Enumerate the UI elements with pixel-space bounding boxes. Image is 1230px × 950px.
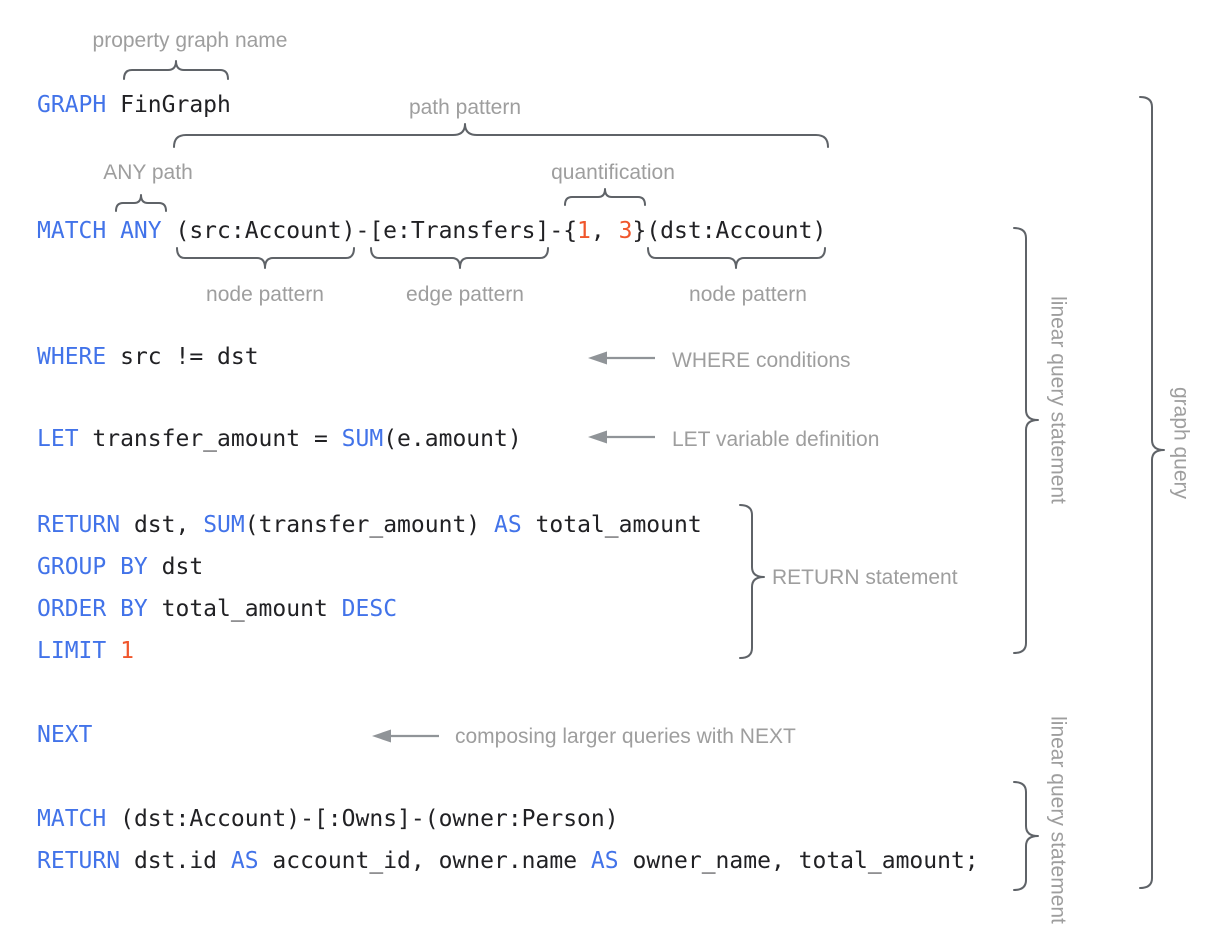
label-any-path: ANY path (103, 161, 193, 184)
label-linear-query-statement-bottom: linear query statement (1046, 716, 1070, 924)
code-line-where-clause: WHERE src != dst (37, 344, 259, 370)
brace-any-path (115, 194, 167, 212)
label-property-graph-name: property graph name (92, 29, 288, 52)
let-arrow-icon (588, 430, 655, 444)
label-graph-query: graph query (1169, 386, 1193, 500)
code-line-graph-declaration: GRAPH FinGraph (37, 92, 231, 118)
brace-linear-query-top (1013, 227, 1039, 654)
brace-node-pattern-left (176, 247, 355, 269)
code-line-limit-clause: LIMIT 1 (37, 638, 134, 664)
label-node-pattern-right: node pattern (689, 283, 807, 306)
brace-node-pattern-right (647, 247, 826, 269)
where-arrow-icon (588, 351, 655, 365)
brace-linear-query-bottom (1013, 781, 1039, 891)
label-quantification: quantification (551, 161, 675, 184)
code-line-match-owns: MATCH (dst:Account)-[:Owns]-(owner:Perso… (37, 806, 619, 832)
brace-path-pattern (173, 123, 829, 148)
label-return-statement: RETURN statement (772, 566, 958, 589)
label-path-pattern: path pattern (408, 96, 522, 119)
code-line-match-path-pattern: MATCH ANY (src:Account)-[e:Transfers]-{1… (37, 218, 827, 244)
next-arrow-icon (372, 729, 439, 743)
code-line-return-clause-1: RETURN dst, SUM(transfer_amount) AS tota… (37, 512, 702, 538)
brace-graph-query (1139, 96, 1165, 889)
label-edge-pattern: edge pattern (406, 283, 524, 306)
label-linear-query-statement-top: linear query statement (1046, 296, 1070, 504)
brace-property-graph-name (123, 60, 229, 80)
code-line-order-by-clause: ORDER BY total_amount DESC (37, 596, 398, 622)
brace-return-statement (739, 504, 765, 659)
brace-edge-pattern (370, 247, 549, 269)
code-line-group-by-clause: GROUP BY dst (37, 554, 204, 580)
label-node-pattern-left: node pattern (206, 283, 324, 306)
label-next-note: composing larger queries with NEXT (455, 725, 796, 748)
code-line-next-keyword: NEXT (37, 722, 93, 748)
label-let-definition: LET variable definition (672, 428, 880, 451)
brace-quantification (564, 188, 646, 206)
code-line-return-clause-2: RETURN dst.id AS account_id, owner.name … (37, 848, 979, 874)
label-where-conditions: WHERE conditions (672, 349, 851, 372)
code-line-let-clause: LET transfer_amount = SUM(e.amount) (37, 426, 522, 452)
